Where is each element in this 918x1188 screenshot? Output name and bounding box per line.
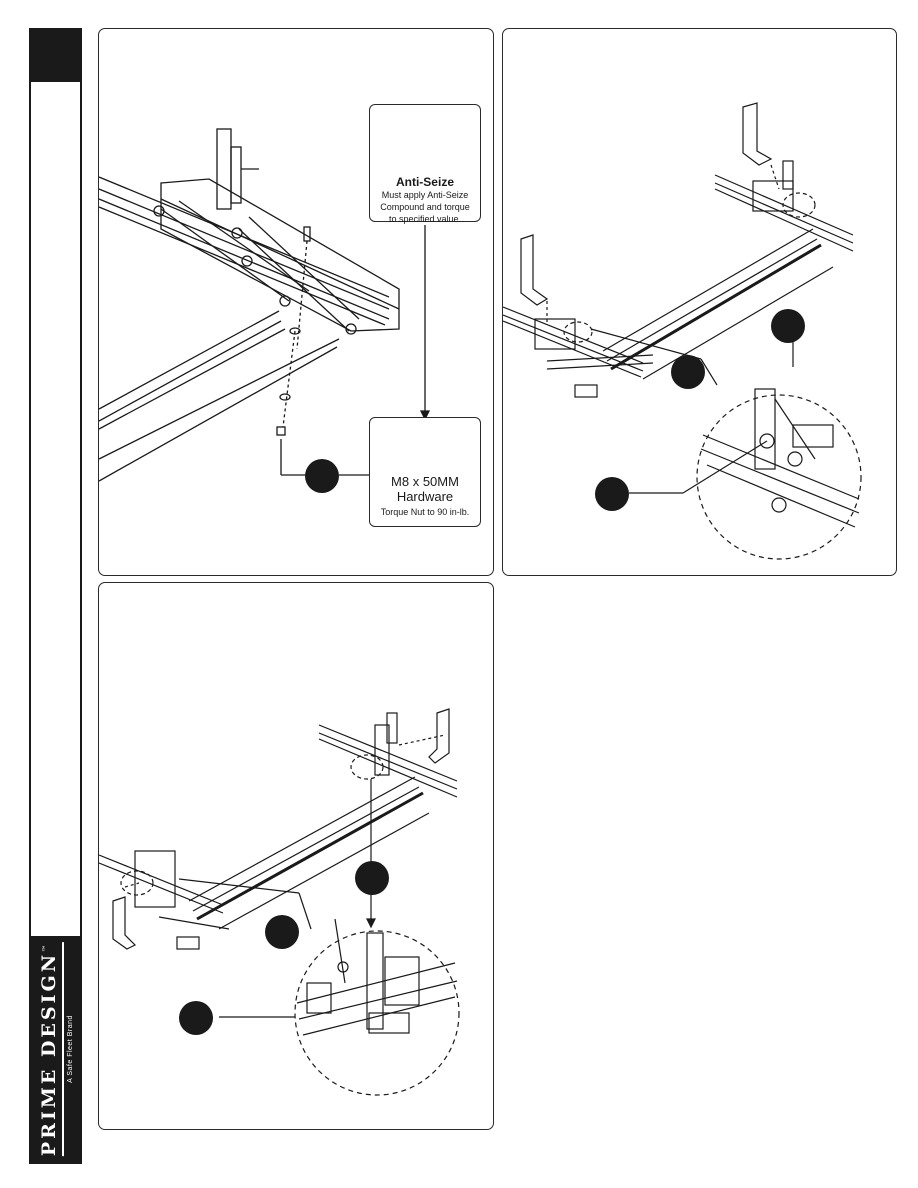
brand-block: PRIME DESIGN™ A Safe Fleet Brand [31, 936, 80, 1162]
panel-step-hardware: Anti-Seize Must apply Anti-Seize Compoun… [98, 28, 494, 576]
panel-step-rear-bar [502, 28, 897, 576]
anti-seize-callout: Anti-Seize Must apply Anti-Seize Compoun… [369, 104, 481, 224]
anti-seize-line-3: to specified value. [388, 214, 462, 224]
brand-name: PRIME DESIGN™ [37, 941, 64, 1157]
step-marker [771, 309, 805, 343]
anti-seize-line-2: Compound and torque [380, 202, 470, 212]
brand-logo: PRIME DESIGN™ A Safe Fleet Brand [37, 941, 74, 1157]
sidebar-top-tab [31, 30, 80, 82]
hardware-label: Hardware [396, 489, 454, 504]
step-marker [179, 1001, 213, 1035]
rack-illustration-2 [503, 102, 862, 560]
step-marker [355, 861, 389, 895]
hardware-torque: Torque Nut to 90 in-lb. [380, 507, 470, 517]
sidebar: PRIME DESIGN™ A Safe Fleet Brand [29, 28, 82, 1164]
step-marker [671, 355, 705, 389]
panel-step-front-bar [98, 582, 494, 1130]
anti-seize-line-1: Must apply Anti-Seize [381, 190, 469, 200]
step-marker [265, 915, 299, 949]
step-marker [595, 477, 629, 511]
step-marker [305, 459, 339, 493]
anti-seize-title: Anti-Seize [395, 175, 454, 189]
hardware-size: M8 x 50MM [391, 474, 459, 489]
brand-tagline: A Safe Fleet Brand [66, 1015, 74, 1083]
rack-illustration-3 [99, 708, 460, 1096]
hardware-callout: M8 x 50MM Hardware Torque Nut to 90 in-l… [369, 417, 481, 527]
